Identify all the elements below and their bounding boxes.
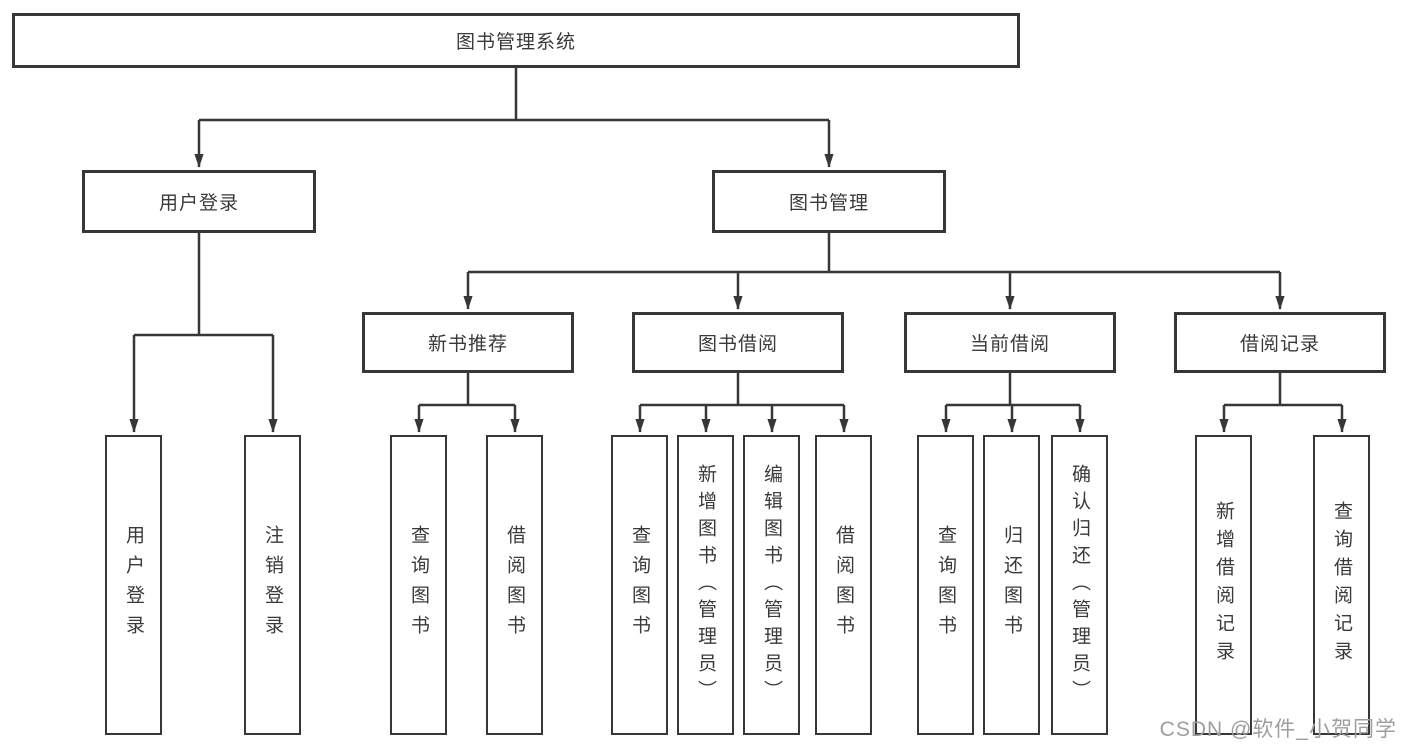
- connector-user-login-bus: [134, 233, 273, 337]
- leaf-query-books-recommend: 查询图书: [390, 435, 447, 735]
- connector-root-bus: [199, 68, 829, 122]
- node-label: 注销登录: [262, 525, 283, 645]
- node-label: 查询借阅记录: [1331, 501, 1352, 669]
- connector-book-management-bus: [468, 233, 1280, 274]
- node-label: 图书管理系统: [455, 32, 576, 53]
- node-user-login: 用户登录: [82, 170, 316, 233]
- leaf-borrow-books-recommend: 借阅图书: [486, 435, 543, 735]
- leaf-edit-books-admin: 编辑图书（管理员）: [743, 435, 800, 735]
- node-label: 查询图书: [629, 525, 650, 645]
- node-current-borrow: 当前借阅: [904, 312, 1116, 373]
- node-label: 查询图书: [408, 525, 429, 645]
- leaf-confirm-return-admin: 确认归还（管理员）: [1051, 435, 1108, 735]
- node-label: 新增图书（管理员）: [695, 463, 716, 707]
- node-book-borrow: 图书借阅: [632, 312, 844, 373]
- node-library-system: 图书管理系统: [12, 13, 1020, 68]
- node-label: 借阅记录: [1239, 334, 1320, 355]
- leaf-query-books-current: 查询图书: [917, 435, 974, 735]
- node-label: 用户登录: [158, 193, 239, 214]
- connector-new-book-bus: [419, 373, 515, 407]
- node-label: 新书推荐: [427, 334, 508, 355]
- node-label: 查询图书: [935, 525, 956, 645]
- leaf-query-books-borrow: 查询图书: [611, 435, 668, 735]
- leaf-add-borrow-record: 新增借阅记录: [1195, 435, 1252, 735]
- node-book-management: 图书管理: [712, 170, 946, 233]
- node-label: 用户登录: [123, 525, 144, 645]
- leaf-query-borrow-record: 查询借阅记录: [1313, 435, 1370, 735]
- leaf-add-books-admin: 新增图书（管理员）: [677, 435, 734, 735]
- node-label: 归还图书: [1001, 525, 1022, 645]
- node-new-book-recommend: 新书推荐: [362, 312, 574, 373]
- node-label: 借阅图书: [833, 525, 854, 645]
- connector-borrow-records-bus: [1224, 373, 1342, 407]
- leaf-logout: 注销登录: [244, 435, 301, 735]
- connector-book-borrow-bus: [640, 373, 844, 407]
- node-label: 新增借阅记录: [1213, 501, 1234, 669]
- node-label: 借阅图书: [504, 525, 525, 645]
- node-label: 编辑图书（管理员）: [761, 463, 782, 707]
- node-label: 图书借阅: [697, 334, 778, 355]
- node-label: 当前借阅: [969, 334, 1050, 355]
- csdn-watermark: CSDN @软件_小贺同学: [1159, 718, 1397, 741]
- node-label: 确认归还（管理员）: [1069, 463, 1090, 707]
- connector-current-borrow-bus: [946, 373, 1080, 407]
- node-label: 图书管理: [788, 193, 869, 214]
- leaf-borrow-books: 借阅图书: [815, 435, 872, 735]
- leaf-return-books: 归还图书: [983, 435, 1040, 735]
- leaf-user-login: 用户登录: [105, 435, 162, 735]
- node-borrow-records: 借阅记录: [1174, 312, 1386, 373]
